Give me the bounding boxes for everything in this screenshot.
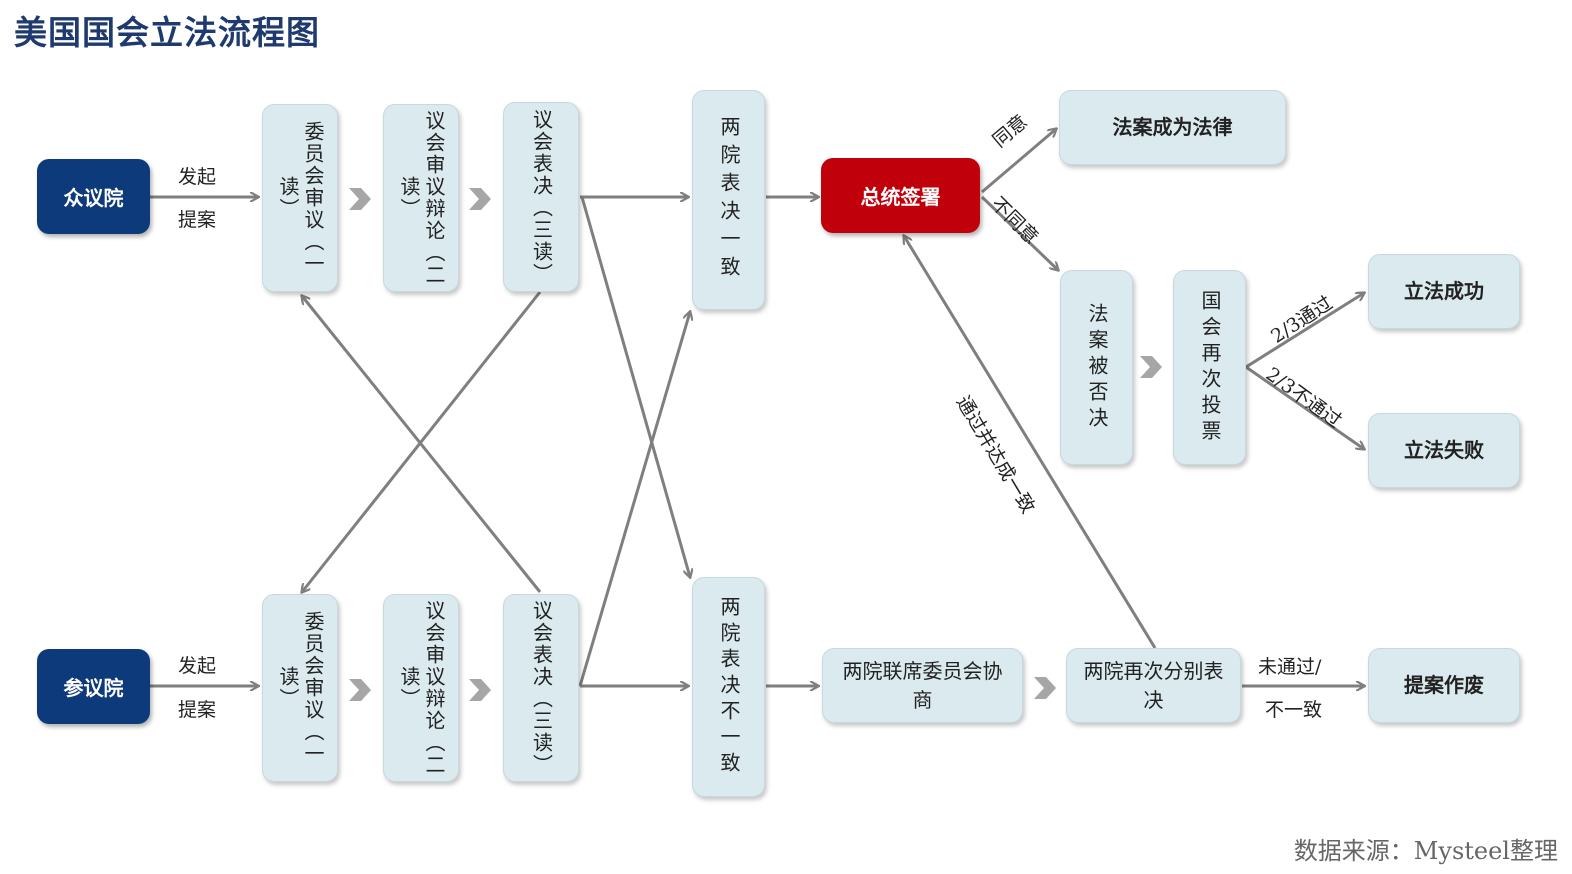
chevron-arrow-icon xyxy=(469,679,491,701)
agree-node: 两院表决一致 xyxy=(692,90,765,310)
arrow-president-to-law xyxy=(981,129,1056,194)
page-title: 美国国会立法流程图 xyxy=(14,13,320,52)
conference-node: 两院联席委员会协商 xyxy=(822,648,1023,723)
arrow-house-vote-to-disagree xyxy=(580,196,690,577)
disagree-label: 两院表决不一致 xyxy=(717,596,741,778)
senate-vote-label: 议会表决（三读） xyxy=(529,600,554,776)
edge-label-senate-propose: 提案 xyxy=(178,699,217,721)
house-debate-label: 议会审议辩论（二读） xyxy=(397,110,446,286)
agree-label: 两院表决一致 xyxy=(717,116,741,284)
senate-vote-node: 议会表决（三读） xyxy=(503,594,579,782)
edge-label-house-propose: 提案 xyxy=(178,209,217,231)
chevron-arrow-icon xyxy=(469,188,491,210)
chevron-arrow-icon xyxy=(349,679,371,701)
senate-debate-node: 议会审议辩论（二读） xyxy=(383,594,459,782)
law-node: 法案成为法律 xyxy=(1059,90,1286,165)
arrow-revote-to-fail xyxy=(1245,365,1364,449)
edge-label-not-passed: 未通过/ xyxy=(1258,656,1322,678)
house-committee-node: 委员会审议（一读） xyxy=(262,104,338,292)
house-committee-label: 委员会审议（一读） xyxy=(276,121,325,275)
arrow-separate-vote-to-president xyxy=(904,236,1157,649)
chevron-arrow-icon xyxy=(1034,677,1056,699)
revote-label: 国会再次投票 xyxy=(1198,289,1222,446)
veto-label: 法案被否决 xyxy=(1085,302,1109,433)
chevron-arrow-icon xyxy=(1140,356,1162,378)
edge-label-house-initiate: 发起 xyxy=(178,166,217,188)
fail-node: 立法失败 xyxy=(1368,413,1520,488)
separate-vote-node: 两院再次分别表决 xyxy=(1066,648,1241,723)
arrow-revote-to-success xyxy=(1245,293,1364,369)
senate-committee-label: 委员会审议（一读） xyxy=(276,611,325,765)
edge-label-senate-initiate: 发起 xyxy=(178,655,217,677)
house-vote-node: 议会表决（三读） xyxy=(503,102,579,292)
senate-debate-label: 议会审议辩论（二读） xyxy=(397,600,446,776)
revote-node: 国会再次投票 xyxy=(1173,270,1246,465)
senate-committee-node: 委员会审议（一读） xyxy=(262,594,338,782)
president-sign-node: 总统签署 xyxy=(821,158,980,233)
chevron-arrow-icon xyxy=(349,188,371,210)
house-debate-node: 议会审议辩论（二读） xyxy=(383,104,459,292)
house-node: 众议院 xyxy=(37,159,150,234)
arrow-senate-vote-to-agree xyxy=(578,312,690,687)
arrow-senate-vote-to-house-committee xyxy=(302,296,542,593)
senate-node: 参议院 xyxy=(37,649,150,724)
disagree-node: 两院表决不一致 xyxy=(692,577,765,797)
veto-node: 法案被否决 xyxy=(1060,270,1133,465)
house-vote-label: 议会表决（三读） xyxy=(529,109,554,285)
arrow-president-to-veto xyxy=(980,195,1058,270)
source-note: 数据来源：Mysteel整理 xyxy=(1293,837,1558,865)
success-node: 立法成功 xyxy=(1368,254,1520,329)
abandon-node: 提案作废 xyxy=(1368,648,1520,723)
edge-label-inconsistent: 不一致 xyxy=(1265,699,1323,721)
